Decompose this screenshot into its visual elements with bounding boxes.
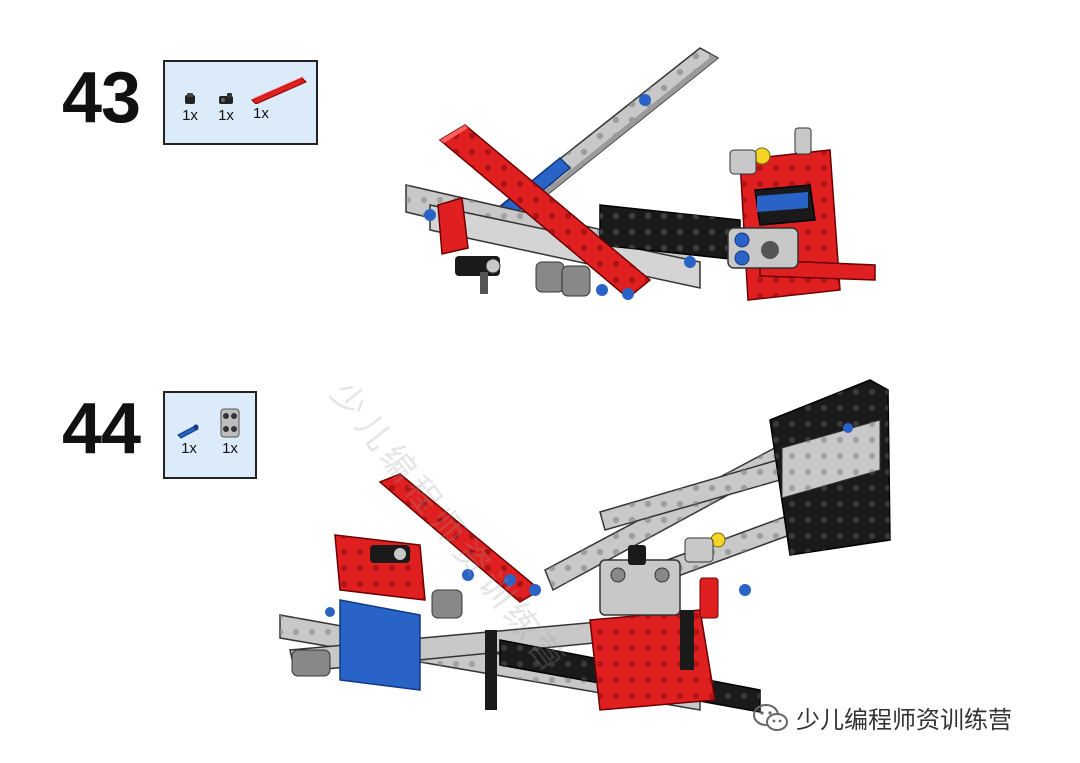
step-number-44: 44 bbox=[62, 389, 141, 469]
part-item: 1x bbox=[215, 407, 245, 456]
step-44-model bbox=[279, 379, 891, 713]
part-item: 1x bbox=[177, 423, 201, 456]
cross-connector-icon bbox=[220, 408, 240, 438]
step-number-43: 43 bbox=[62, 58, 141, 138]
part-item: 1x bbox=[249, 74, 309, 121]
brand-text: 少儿编程师资训练营 bbox=[796, 706, 1012, 734]
part-qty: 1x bbox=[182, 107, 198, 124]
parts-list-step-44: 1x 1x bbox=[163, 391, 257, 479]
part-qty: 1x bbox=[181, 440, 197, 457]
wechat-icon bbox=[753, 703, 788, 731]
part-qty: 1x bbox=[222, 440, 238, 457]
blue-axle-pin-icon bbox=[177, 424, 199, 439]
step-43-model bbox=[405, 47, 876, 301]
wechat-badge: 少儿编程师资训练营 bbox=[752, 700, 1012, 735]
part-qty: 1x bbox=[218, 107, 234, 124]
axle-connector-icon bbox=[219, 93, 233, 104]
red-liftarm-icon bbox=[251, 76, 307, 104]
part-item: 1x bbox=[215, 92, 237, 123]
parts-list-step-43: 1x 1x 1x bbox=[163, 60, 318, 145]
part-qty: 1x bbox=[253, 105, 269, 122]
pin-connector-icon bbox=[185, 93, 195, 104]
part-item: 1x bbox=[179, 92, 201, 123]
